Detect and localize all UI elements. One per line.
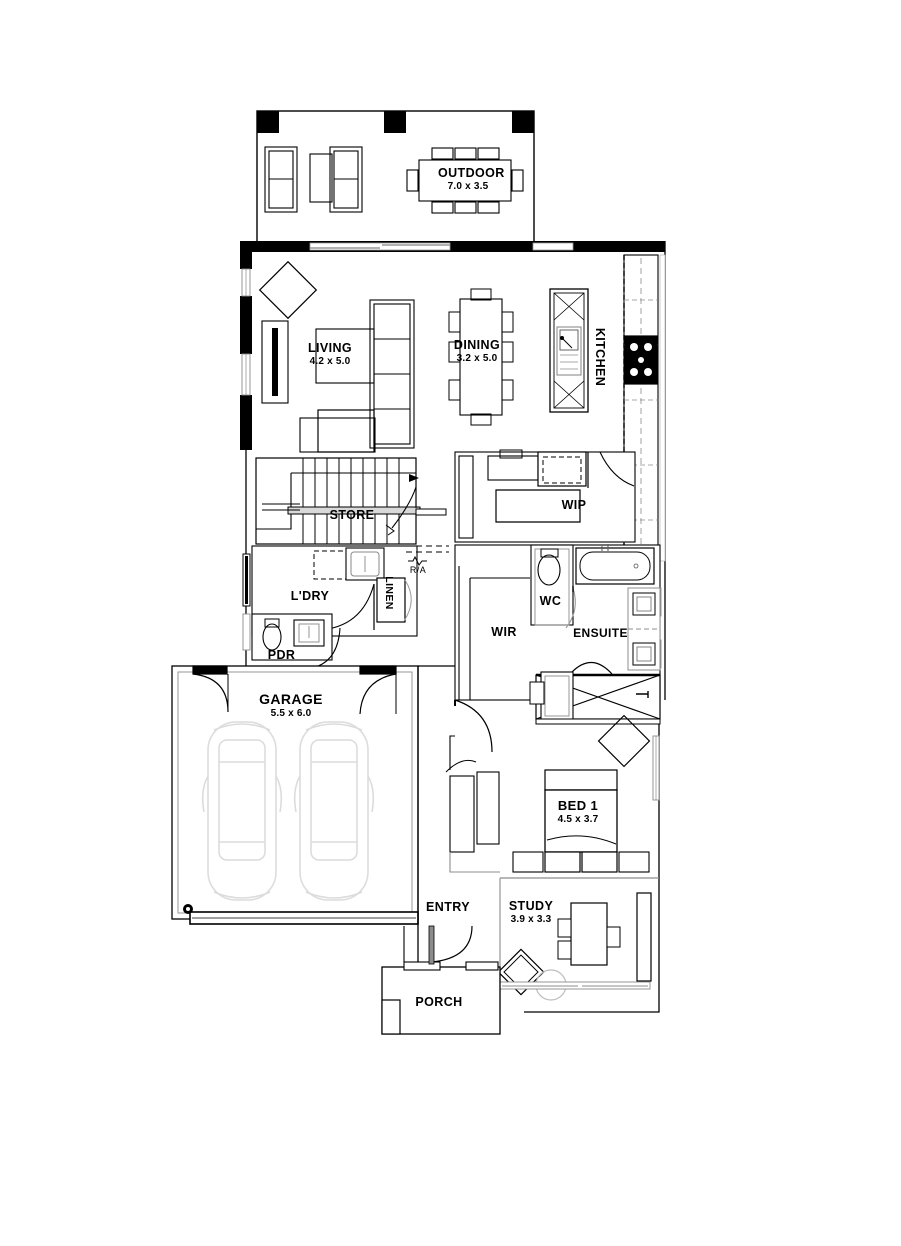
room-name: PORCH: [415, 995, 463, 1009]
room-name: LINEN: [383, 576, 395, 610]
outdoor-area: [256, 110, 535, 249]
kitchen-fixtures: [549, 254, 666, 562]
dining-furniture: [448, 288, 514, 426]
room-dimensions: 4.2 x 5.0: [309, 356, 351, 367]
room-name: ENSUITE: [573, 626, 628, 640]
room-dimensions: 4.5 x 3.7: [557, 814, 599, 825]
room-name: BED 1: [557, 798, 599, 813]
room-label-living: LIVING 4.2 x 5.0: [300, 341, 360, 367]
living-room-furniture: [258, 260, 415, 453]
room-name: PDR: [267, 648, 296, 662]
shower-and-robe: [529, 661, 661, 725]
walk-in-pantry: [454, 449, 636, 543]
room-name: OUTDOOR: [438, 166, 505, 180]
room-dimensions: 7.0 x 3.5: [447, 181, 489, 192]
room-label-powder: PDR: [259, 648, 304, 662]
room-label-bed1: BED 1 4.5 x 3.7: [548, 798, 608, 825]
room-name: STORE: [329, 508, 375, 522]
room-label-porch: PORCH: [409, 995, 469, 1009]
room-label-return-air: R/A: [398, 565, 438, 575]
house-outer-walls: [240, 241, 666, 1013]
room-name: WC: [539, 594, 562, 608]
room-name: LIVING: [307, 341, 353, 355]
room-label-outdoor: OUTDOOR 7.0 x 3.5: [438, 166, 505, 192]
room-name: R/A: [409, 565, 427, 575]
porch: [381, 925, 501, 1035]
laundry-zone: [251, 545, 449, 669]
bedroom-1-furniture: [445, 714, 659, 879]
room-label-laundry: L'DRY: [280, 589, 340, 603]
room-dimensions: 5.5 x 6.0: [270, 708, 312, 719]
room-label-wir: WIR: [479, 625, 529, 639]
pillar-center: [384, 111, 406, 133]
outdoor-lounge-set: [264, 146, 363, 213]
room-name: STUDY: [508, 899, 554, 913]
room-label-garage: GARAGE 5.5 x 6.0: [241, 691, 341, 719]
room-name: WIP: [561, 498, 587, 512]
room-dimensions: 3.2 x 5.0: [456, 353, 498, 364]
room-label-wc: WC: [528, 594, 573, 608]
room-label-ensuite: ENSUITE: [563, 626, 638, 640]
room-label-kitchen: KITCHEN: [593, 327, 607, 387]
room-name: KITCHEN: [593, 327, 607, 387]
pillar-right: [512, 111, 534, 133]
garage: [171, 665, 419, 925]
room-name: DINING: [453, 338, 501, 352]
study-furniture: [497, 892, 652, 1001]
room-name: ENTRY: [426, 900, 470, 914]
room-name: L'DRY: [290, 589, 330, 603]
room-dimensions: 3.9 x 3.3: [510, 914, 552, 925]
room-label-dining: DINING 3.2 x 5.0: [447, 338, 507, 364]
room-label-linen: LINEN: [383, 563, 395, 623]
room-name: GARAGE: [259, 691, 323, 707]
room-label-entry: ENTRY: [418, 900, 478, 914]
pillar-left: [257, 111, 279, 133]
staircase: [255, 457, 447, 545]
room-label-store: STORE: [322, 508, 382, 522]
room-label-study: STUDY 3.9 x 3.3: [501, 899, 561, 925]
room-label-wip: WIP: [544, 498, 604, 512]
room-name: WIR: [491, 625, 517, 639]
outdoor-dining-table: [406, 147, 524, 214]
